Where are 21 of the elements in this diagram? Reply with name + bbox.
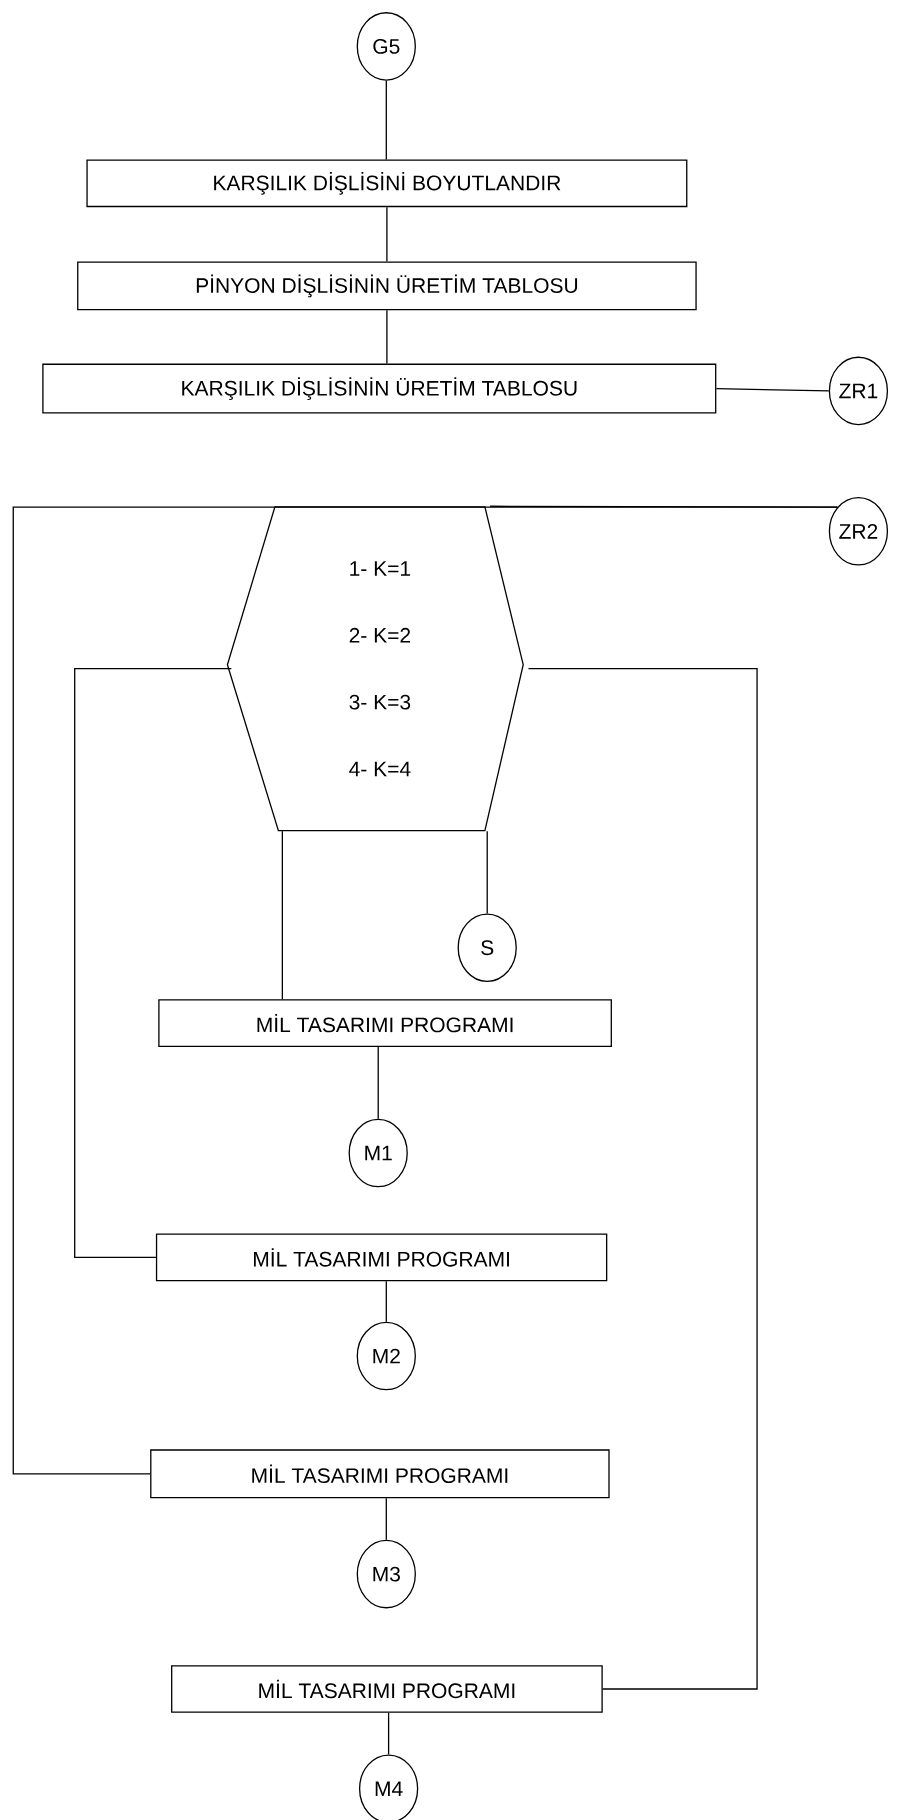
process-box: MİL TASARIMI PROGRAMI — [155, 1233, 608, 1282]
process-box: MİL TASARIMI PROGRAMI — [150, 1449, 610, 1499]
connector-line — [386, 206, 388, 263]
connector-line — [386, 309, 388, 365]
process-box: KARŞILIK DİŞLİSİNİ BOYUTLANDIR — [86, 159, 688, 208]
connector-line — [385, 1497, 387, 1541]
connector-line — [281, 830, 283, 1000]
decision-hexagon: 1- K=1 2- K=2 3- K=3 4- K=4 — [226, 506, 524, 832]
connector-line — [74, 668, 232, 1259]
process-box: PİNYON DİŞLİSİNİN ÜRETİM TABLOSU — [77, 261, 697, 311]
process-box: MİL TASARIMI PROGRAMI — [158, 999, 612, 1047]
connector-line — [385, 80, 387, 161]
connector-line — [12, 506, 839, 1475]
connector-line — [377, 1046, 379, 1120]
process-box: KARŞILIK DİŞLİSİNİN ÜRETİM TABLOSU — [42, 363, 717, 414]
process-box: MİL TASARIMI PROGRAMI — [171, 1665, 603, 1713]
connector-line — [715, 387, 830, 392]
connector-line — [527, 668, 758, 1690]
connector-line — [486, 830, 488, 915]
connector-line — [385, 1280, 387, 1323]
connector-line — [387, 1712, 390, 1756]
